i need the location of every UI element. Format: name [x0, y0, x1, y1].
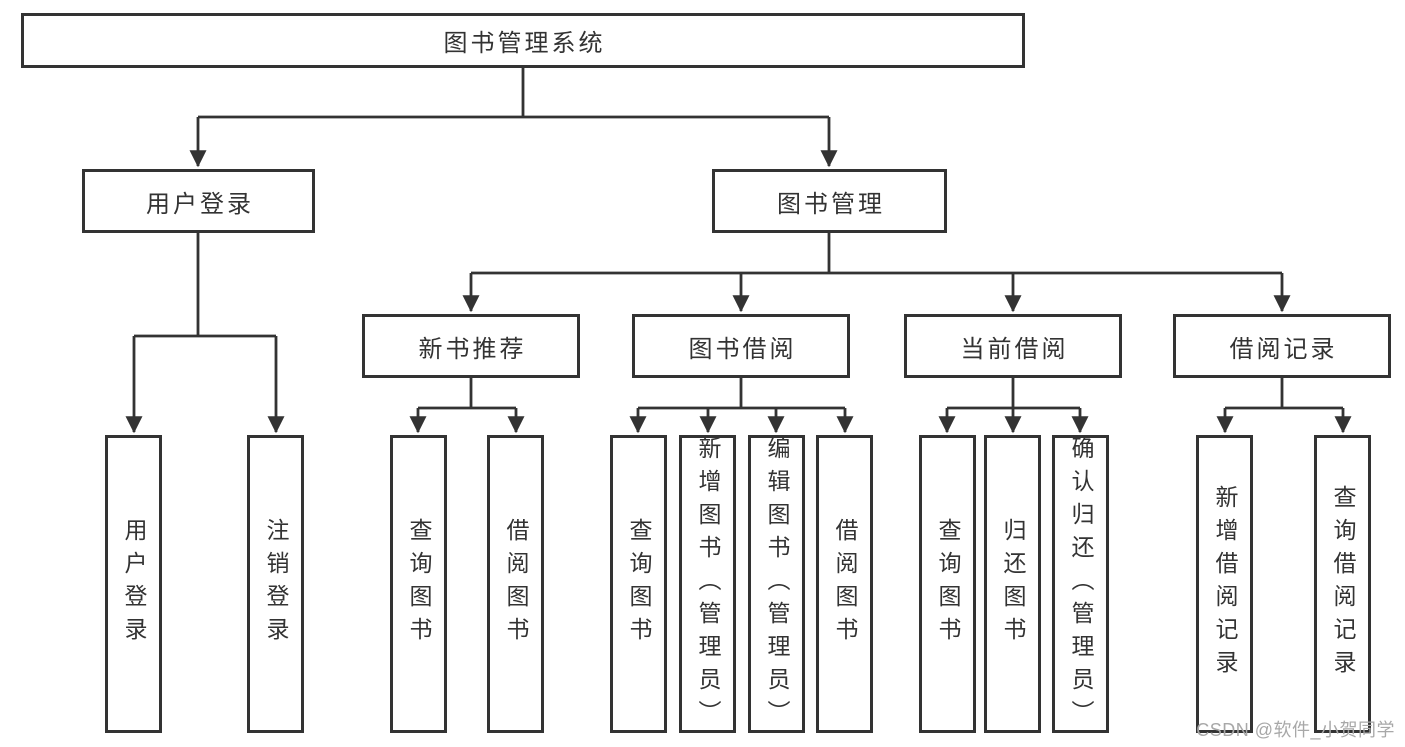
- node-borrowing-records-label: 借阅记录: [1229, 335, 1338, 363]
- leaf-confirm-return-admin: 确认归还（管理员）: [1052, 435, 1109, 733]
- leaf-user-login-label: 用户登录: [121, 518, 147, 650]
- node-current-borrowing: 当前借阅: [904, 314, 1122, 378]
- leaf-add-borrow-record-label: 新增借阅记录: [1212, 485, 1238, 683]
- leaf-add-book-admin: 新增图书（管理员）: [679, 435, 736, 733]
- leaf-query-borrow-record-label: 查询借阅记录: [1330, 485, 1356, 683]
- leaf-borrow-books-label: 借阅图书: [832, 518, 858, 650]
- watermark: CSDN @软件_小贺同学: [1196, 720, 1395, 740]
- leaf-edit-book-admin-label: 编辑图书（管理员）: [764, 435, 790, 733]
- leaf-recommend-borrow-books-label: 借阅图书: [503, 518, 529, 650]
- node-current-borrowing-label: 当前借阅: [960, 335, 1069, 363]
- leaf-borrow-books: 借阅图书: [816, 435, 873, 733]
- node-borrowing-records: 借阅记录: [1173, 314, 1391, 378]
- leaf-recommend-borrow-books: 借阅图书: [487, 435, 544, 733]
- node-new-book-recommendation-label: 新书推荐: [418, 335, 527, 363]
- node-user-login-label: 用户登录: [146, 190, 254, 218]
- node-new-book-recommendation: 新书推荐: [362, 314, 580, 378]
- leaf-logout-label: 注销登录: [263, 518, 289, 650]
- node-root-label: 图书管理系统: [443, 30, 606, 57]
- node-book-borrowing: 图书借阅: [632, 314, 850, 378]
- leaf-user-login: 用户登录: [105, 435, 162, 733]
- leaf-query-borrow-record: 查询借阅记录: [1314, 435, 1371, 733]
- node-root: 图书管理系统: [21, 13, 1025, 68]
- leaf-add-book-admin-label: 新增图书（管理员）: [695, 435, 721, 733]
- leaf-add-borrow-record: 新增借阅记录: [1196, 435, 1253, 733]
- leaf-logout: 注销登录: [247, 435, 304, 733]
- leaf-borrow-query-books: 查询图书: [610, 435, 667, 733]
- leaf-return-books: 归还图书: [984, 435, 1041, 733]
- leaf-current-query-books-label: 查询图书: [935, 518, 961, 650]
- leaf-recommend-query-books-label: 查询图书: [406, 518, 432, 650]
- leaf-current-query-books: 查询图书: [919, 435, 976, 733]
- leaf-return-books-label: 归还图书: [1000, 518, 1026, 650]
- leaf-edit-book-admin: 编辑图书（管理员）: [748, 435, 805, 733]
- leaf-borrow-query-books-label: 查询图书: [626, 518, 652, 650]
- node-book-management-label: 图书管理: [777, 190, 885, 218]
- leaf-confirm-return-admin-label: 确认归还（管理员）: [1068, 435, 1094, 733]
- node-book-borrowing-label: 图书借阅: [688, 335, 797, 363]
- node-book-management: 图书管理: [712, 169, 947, 233]
- leaf-recommend-query-books: 查询图书: [390, 435, 447, 733]
- node-user-login: 用户登录: [82, 169, 315, 233]
